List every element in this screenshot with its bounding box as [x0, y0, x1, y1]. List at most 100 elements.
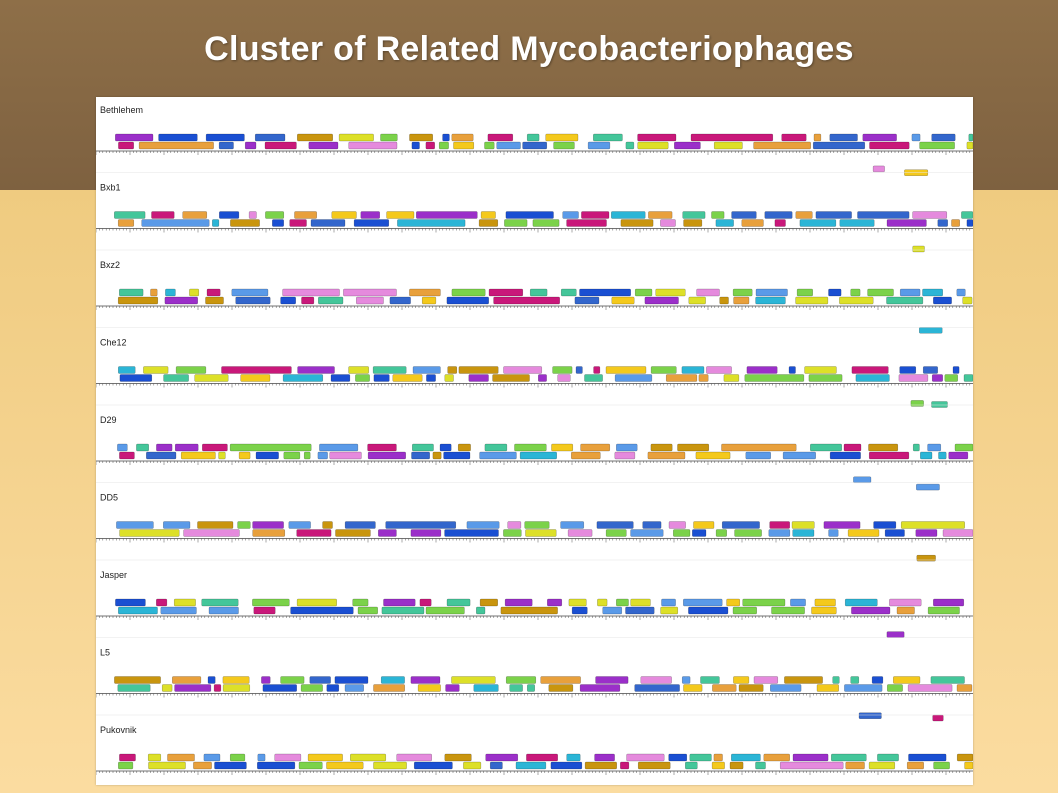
gene-box: [898, 374, 929, 382]
gene-box: [764, 211, 793, 219]
gene-box: [614, 451, 636, 460]
gene-box: [851, 606, 891, 615]
gene-box-reverse: [919, 327, 943, 334]
gene-box: [193, 761, 212, 770]
gene-box: [896, 606, 915, 615]
gene-box: [373, 374, 390, 382]
gene-box-reverse: [910, 400, 924, 407]
gene-box: [146, 451, 177, 460]
gene-box: [625, 141, 635, 150]
gene-box: [348, 366, 369, 374]
gene-box: [795, 296, 829, 305]
gene-box: [439, 141, 449, 150]
phage-name: Bethlehem: [100, 105, 143, 115]
gene-box: [553, 141, 575, 150]
gene-box: [189, 288, 200, 297]
gene-box: [873, 521, 897, 529]
gene-box: [551, 443, 573, 452]
gene-box: [674, 141, 701, 150]
gene-box: [303, 451, 311, 460]
gene-box: [367, 451, 406, 460]
gene-box: [913, 443, 920, 452]
gene-box: [911, 133, 921, 142]
gene-box: [503, 366, 542, 374]
gene-box: [114, 676, 161, 684]
gene-box: [252, 529, 285, 537]
gene-box: [957, 753, 973, 762]
gene-box: [451, 288, 486, 297]
gene-box: [525, 529, 557, 537]
gene-box: [956, 288, 966, 297]
gene-box: [214, 761, 247, 770]
gene-box: [829, 133, 858, 142]
gene-box: [579, 684, 621, 692]
gene-box: [282, 288, 340, 297]
gene-box: [255, 451, 279, 460]
gene-box: [668, 753, 688, 762]
gene-box: [811, 606, 837, 615]
gene-box: [411, 141, 420, 150]
gene-box: [158, 133, 198, 142]
gene-box: [338, 133, 374, 142]
gene-box: [566, 753, 581, 762]
gene-box: [792, 529, 815, 537]
gene-box: [504, 598, 533, 607]
gene-box: [620, 219, 654, 227]
phage-track: Che12: [96, 338, 973, 408]
gene-box: [560, 521, 585, 529]
gene-box: [183, 529, 240, 537]
gene-box: [584, 374, 603, 382]
gene-box: [372, 366, 407, 374]
gene-box: [594, 753, 615, 762]
gene-box: [616, 598, 629, 607]
gene-box: [353, 219, 390, 227]
gene-box: [828, 288, 842, 297]
gene-box-reverse: [916, 483, 940, 491]
gene-box: [163, 521, 191, 529]
gene-box: [466, 521, 500, 529]
gene-box: [795, 211, 813, 219]
gene-box: [782, 451, 816, 460]
gene-box: [500, 606, 558, 615]
gene-box: [373, 761, 407, 770]
phage-track: Jasper: [96, 570, 973, 638]
gene-box: [692, 529, 707, 537]
gene-box: [963, 374, 973, 382]
gene-box: [788, 366, 796, 374]
gene-box: [297, 366, 335, 374]
ruler-ticks: [96, 771, 971, 775]
gene-box: [484, 443, 508, 452]
gene-box: [581, 211, 610, 219]
gene-box: [964, 761, 973, 770]
gene-box: [240, 374, 271, 382]
gene-box: [948, 451, 969, 460]
gene-box: [968, 133, 973, 142]
gene-box: [261, 676, 271, 684]
gene-box: [307, 753, 343, 762]
gene-box: [207, 676, 216, 684]
gene-box: [907, 684, 953, 692]
gene-box: [432, 451, 442, 460]
gene-box: [203, 753, 221, 762]
gene-box: [829, 451, 861, 460]
gene-box: [118, 141, 134, 150]
gene-box: [869, 141, 910, 150]
gene-box: [297, 133, 333, 142]
gene-box: [571, 451, 601, 460]
gene-box: [479, 451, 517, 460]
gene-box: [593, 133, 623, 142]
gene-box: [485, 753, 519, 762]
gene-box: [755, 296, 786, 305]
gene-box: [381, 606, 425, 615]
gene-box: [514, 443, 547, 452]
gene-box: [843, 443, 862, 452]
gene-box: [160, 606, 197, 615]
gene-box: [867, 288, 894, 297]
gene-box: [850, 676, 860, 684]
gene-box: [175, 366, 207, 374]
gene-box: [213, 684, 222, 692]
phage-track: Bethlehem: [96, 105, 973, 176]
gene-box: [156, 443, 173, 452]
gene-box: [116, 521, 154, 529]
gene-box: [673, 529, 691, 537]
